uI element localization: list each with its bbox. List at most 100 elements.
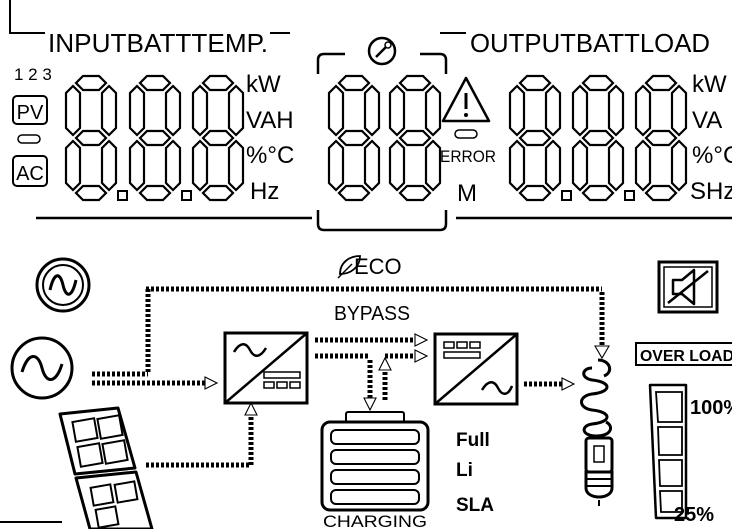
unit-right-va: VA bbox=[692, 107, 722, 134]
output-digit-3-segment-f bbox=[634, 84, 652, 137]
output-digit-2-segment-g bbox=[581, 129, 615, 147]
battery-type-li: Li bbox=[456, 460, 473, 481]
wrench-icon bbox=[367, 36, 397, 66]
overload-label: OVER LOAD bbox=[640, 348, 732, 365]
input-digit-1 bbox=[64, 74, 118, 202]
input-digit-2-segment-e bbox=[128, 139, 146, 192]
output-decimal-point-2 bbox=[624, 190, 635, 201]
output-digit-3-segment-g bbox=[644, 129, 678, 147]
center-digit-1-segment-d bbox=[337, 184, 371, 202]
input-digits bbox=[64, 74, 245, 202]
input-digit-2-segment-b bbox=[164, 84, 182, 137]
unit-right-shz: SHz bbox=[690, 178, 732, 205]
output-label: OUTPUTBATTLOAD bbox=[470, 28, 710, 58]
input-digit-1-segment-c bbox=[100, 139, 118, 192]
center-digit-2-segment-d bbox=[398, 184, 432, 202]
source-to-inverter-arrow bbox=[204, 376, 219, 390]
center-digit-2-segment-e bbox=[388, 139, 406, 192]
bypass-arrow bbox=[594, 345, 610, 360]
output-digit-1-segment-b bbox=[544, 84, 562, 137]
output-digit-1-segment-d bbox=[518, 184, 552, 202]
input-digit-1-segment-g bbox=[74, 129, 108, 147]
input-digit-1-segment-d bbox=[74, 184, 108, 202]
eco-label: ECO bbox=[354, 254, 402, 279]
output-digit-3-segment-b bbox=[670, 84, 688, 137]
output-decimal-point-1 bbox=[561, 190, 572, 201]
input-digit-3 bbox=[191, 74, 245, 202]
units-right: kW VA %°C SHz bbox=[690, 71, 732, 205]
input-digit-3-segment-d bbox=[201, 184, 235, 202]
output-digit-2-segment-e bbox=[571, 139, 589, 192]
output-digit-2-segment-b bbox=[607, 84, 625, 137]
pv-badge: PV bbox=[12, 95, 48, 125]
input-digit-3-segment-b bbox=[227, 84, 245, 137]
input-digit-3-segment-g bbox=[201, 129, 235, 147]
load-level-max: 100% bbox=[690, 397, 732, 419]
center-digit-2-segment-g bbox=[398, 129, 432, 147]
battery-type-full: Full bbox=[456, 430, 490, 451]
center-digit-2-segment-a bbox=[398, 74, 432, 92]
input-digit-2-segment-c bbox=[164, 139, 182, 192]
output-digit-3 bbox=[634, 74, 688, 202]
input-digit-3-segment-e bbox=[191, 139, 209, 192]
center-digit-2-segment-c bbox=[424, 139, 442, 192]
input-digit-1-segment-b bbox=[100, 84, 118, 137]
unit-right-percent-celsius: %°C bbox=[692, 142, 732, 169]
battery-to-output-arrow bbox=[414, 349, 429, 363]
inverter-output-icon bbox=[433, 332, 519, 406]
solar-path-arrow bbox=[244, 401, 258, 416]
center-digit-1-segment-g bbox=[337, 129, 371, 147]
output-digit-3-segment-c bbox=[670, 139, 688, 192]
input-digit-3-segment-f bbox=[191, 84, 209, 137]
unit-left-vah: VAH bbox=[246, 107, 294, 134]
top-frame bbox=[9, 0, 466, 34]
output-digit-3-segment-d bbox=[644, 184, 678, 202]
input-digit-2-segment-a bbox=[138, 74, 172, 92]
center-digit-1 bbox=[327, 74, 381, 202]
output-digit-1-segment-c bbox=[544, 139, 562, 192]
bypass-label: BYPASS bbox=[334, 303, 410, 325]
output-digit-2-segment-d bbox=[581, 184, 615, 202]
input-digit-3-segment-c bbox=[227, 139, 245, 192]
error-label: ERROR bbox=[440, 147, 496, 166]
output-digit-1-segment-e bbox=[508, 139, 526, 192]
eco-leaf-icon bbox=[337, 255, 361, 279]
output-to-load-arrow bbox=[561, 377, 576, 391]
center-digit-2 bbox=[388, 74, 442, 202]
center-digit-1-segment-a bbox=[337, 74, 371, 92]
error-indicator bbox=[454, 129, 478, 139]
inverter-input-icon bbox=[223, 331, 309, 405]
unit-right-kw: kW bbox=[692, 71, 727, 98]
input-decimal-point-2 bbox=[181, 190, 192, 201]
ac-label: AC bbox=[16, 163, 44, 185]
input-digit-2-segment-f bbox=[128, 84, 146, 137]
output-digit-2-segment-c bbox=[607, 139, 625, 192]
ac-grid-icon bbox=[10, 336, 74, 400]
load-level-bar bbox=[648, 383, 688, 520]
output-digit-1-segment-f bbox=[508, 84, 526, 137]
discharge-up-arrow bbox=[378, 356, 392, 371]
solar-panel-icon bbox=[58, 406, 154, 529]
unit-left-hz: Hz bbox=[250, 178, 279, 205]
generator-icon bbox=[35, 257, 91, 313]
input-digit-2-segment-d bbox=[138, 184, 172, 202]
output-digit-1-segment-g bbox=[518, 129, 552, 147]
output-digit-2 bbox=[571, 74, 625, 202]
bulb-icon bbox=[580, 358, 614, 506]
input-digit-1-segment-f bbox=[64, 84, 82, 137]
input-digit-2 bbox=[128, 74, 182, 202]
center-digit-2-segment-b bbox=[424, 84, 442, 137]
mute-icon bbox=[657, 260, 719, 314]
output-digit-3-segment-e bbox=[634, 139, 652, 192]
center-digit-1-segment-e bbox=[327, 139, 345, 192]
ac-badge: AC bbox=[12, 155, 48, 187]
input-digit-1-segment-e bbox=[64, 139, 82, 192]
charging-label: CHARGING bbox=[323, 512, 427, 529]
warning-icon bbox=[441, 76, 491, 123]
load-level-min: 25% bbox=[674, 504, 714, 526]
output-digit-2-segment-f bbox=[571, 84, 589, 137]
unit-left-kw: kW bbox=[246, 71, 281, 98]
center-digit-1-segment-f bbox=[327, 84, 345, 137]
units-left: kW VAH %°C Hz bbox=[246, 71, 294, 205]
